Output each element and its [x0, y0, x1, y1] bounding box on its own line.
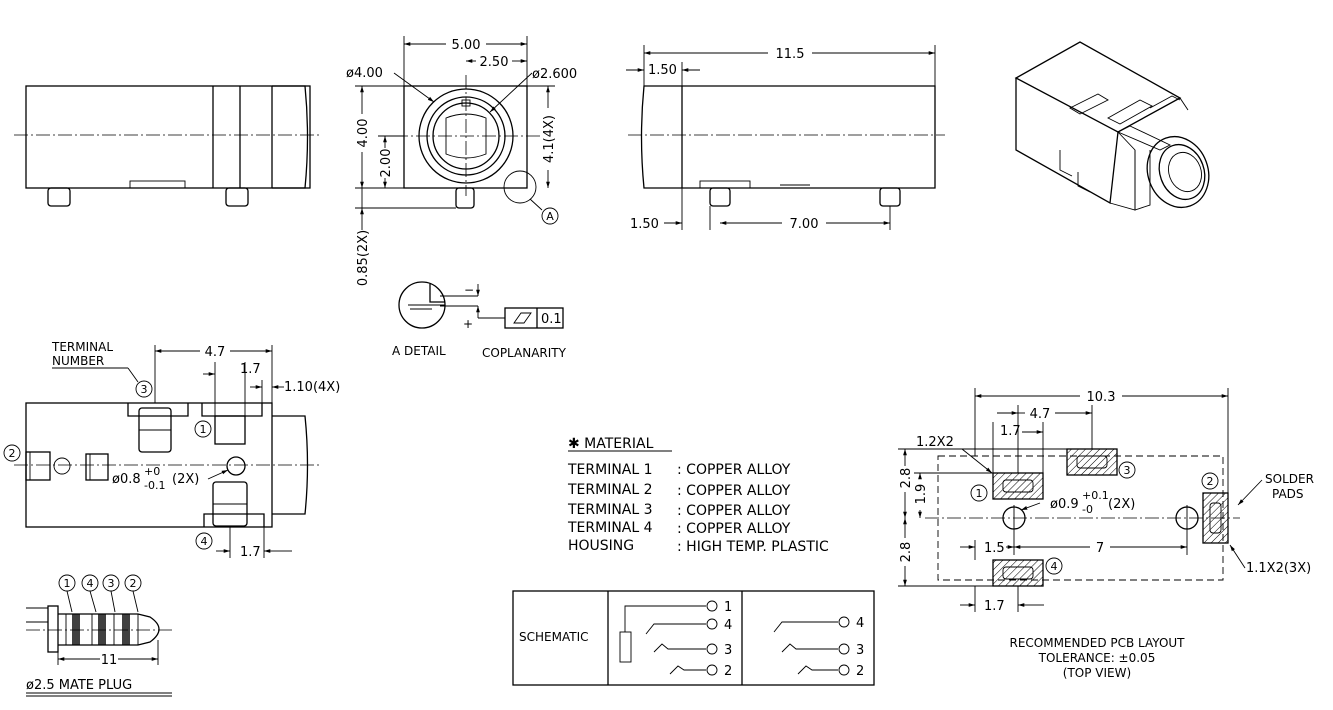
plug-label-3: 3	[108, 577, 115, 590]
detail-minus: −	[464, 283, 474, 297]
bottom-hole-dim: ø0.8	[112, 472, 141, 487]
terminal-4-marker: 4	[201, 535, 208, 548]
bottom-hole-tol-plus: +0	[144, 465, 160, 478]
front-side-height-dim: 4.1(4X)	[542, 115, 557, 163]
pcb-pad-4: 4	[1051, 560, 1058, 573]
pcb-width-dim: 10.3	[1087, 390, 1116, 405]
pcb-hole-dim: ø0.9	[1050, 497, 1079, 512]
pin-length-dim: 0.85(2X)	[356, 230, 371, 286]
terminal-number-line1: TERMINAL	[51, 340, 113, 354]
bottom-view: TERMINAL NUMBER 3 1 2 4 4.7 1.7 1.10(4X)…	[3, 340, 340, 560]
terminal-number-line2: NUMBER	[52, 354, 104, 368]
schematic-table: SCHEMATIC 1 4 3 2 4 3 2	[512, 590, 875, 686]
material-part-4: TERMINAL 4	[567, 520, 653, 536]
pcb-1-9-dim: 1.9	[914, 484, 929, 505]
schematic-right-pin-3: 2	[856, 664, 864, 679]
pcb-4-7-dim: 4.7	[1030, 407, 1051, 422]
detail-title: A DETAIL	[392, 344, 446, 358]
pcb-hole-tol-plus: +0.1	[1082, 489, 1109, 502]
schematic-right-pin-2: 3	[856, 643, 864, 658]
flatness-icon	[513, 312, 532, 324]
front-view: A 5.00 2.50 ø4.00 ø2.600 4.00 2.00 4.1(4…	[346, 36, 577, 286]
pcb-2-8-bottom-dim: 2.8	[899, 542, 914, 563]
pcb-1-7-bottom-dim: 1.7	[984, 599, 1005, 614]
side-view-left	[14, 85, 320, 207]
material-value-4: : COPPER ALLOY	[677, 521, 791, 537]
material-title: ✱ MATERIAL	[568, 436, 654, 452]
detail-plus: +	[463, 317, 473, 331]
plug-caption: ø2.5 MATE PLUG	[26, 678, 132, 693]
pcb-hole-tol-minus: -0	[1082, 503, 1093, 516]
side-view-right: 11.5 1.50 1.50 7.00	[626, 45, 945, 232]
pcb-caption-2: TOLERANCE: ±0.05	[1038, 651, 1156, 665]
isometric-view	[1014, 41, 1210, 211]
front-width-dim: 5.00	[452, 38, 481, 53]
pcb-2-8-top-dim: 2.8	[899, 468, 914, 489]
schematic-left-pin-1: 1	[724, 600, 732, 615]
schematic-left-pin-2: 4	[724, 618, 732, 633]
plug-label-1: 1	[64, 577, 71, 590]
material-value-1: : COPPER ALLOY	[677, 462, 791, 478]
front-center-height-dim: 2.00	[379, 149, 394, 178]
material-part-1: TERMINAL 1	[567, 462, 653, 478]
pcb-layout: 1 2 3 4 10.3 4.7 1.7 1.2X2 2.8	[898, 388, 1314, 680]
schematic-label: SCHEMATIC	[519, 630, 588, 644]
bottom-1-7-dim: 1.7	[240, 362, 261, 377]
terminal-2-marker: 2	[9, 447, 16, 460]
bottom-1-10-dim: 1.10(4X)	[284, 380, 340, 395]
pcb-pad-3: 3	[1124, 464, 1131, 477]
material-value-5: : HIGH TEMP. PLASTIC	[677, 539, 829, 555]
schematic-right-pin-1: 4	[856, 616, 864, 631]
pcb-pad-2: 2	[1207, 475, 1214, 488]
bottom-hole-count: (2X)	[172, 472, 199, 487]
schematic-left-pin-4: 2	[724, 664, 732, 679]
outer-dia-dim: ø4.00	[346, 66, 383, 81]
pcb-pad-1: 1	[976, 487, 983, 500]
pcb-hole-count: (2X)	[1108, 497, 1135, 512]
plug-length-dim: 11	[101, 653, 118, 668]
coplanarity-frame	[504, 307, 564, 329]
bottom-hole-tol-minus: -0.1	[144, 479, 165, 492]
terminal-1-marker: 1	[200, 423, 207, 436]
material-part-2: TERMINAL 2	[567, 482, 653, 498]
material-value-2: : COPPER ALLOY	[677, 483, 791, 499]
detail-callout-label: A	[546, 210, 554, 223]
plug-label-2: 4	[87, 577, 94, 590]
pcb-solder-line2: PADS	[1272, 487, 1304, 501]
front-height-dim: 4.00	[356, 119, 371, 148]
mate-plug: 1 4 3 2 11 ø2.5 MATE PLUG	[26, 574, 175, 697]
schematic-left-pin-3: 3	[724, 643, 732, 658]
front-half-width-dim: 2.50	[480, 55, 509, 70]
side-length-dim: 11.5	[776, 47, 805, 62]
pcb-caption-1: RECOMMENDED PCB LAYOUT	[1009, 636, 1185, 650]
plug-label-4: 2	[130, 577, 137, 590]
pcb-pad-size-2: 1.1X2(3X)	[1246, 561, 1311, 576]
coplanarity-label: COPLANARITY	[482, 346, 567, 360]
side-pin-offset-dim: 1.50	[630, 217, 659, 232]
material-part-5: HOUSING	[568, 538, 634, 554]
pcb-7-dim: 7	[1096, 541, 1104, 556]
pcb-caption-3: (TOP VIEW)	[1063, 666, 1131, 680]
side-pin-spacing-dim: 7.00	[790, 217, 819, 232]
inner-dia-dim: ø2.600	[532, 67, 577, 82]
coplanarity-tolerance: 0.1	[541, 312, 562, 327]
material-value-3: : COPPER ALLOY	[677, 503, 791, 519]
side-front-offset-dim: 1.50	[648, 63, 677, 78]
material-table: ✱ MATERIAL TERMINAL 1 : COPPER ALLOY TER…	[567, 436, 829, 555]
a-detail: − + 0.1 A DETAIL COPLANARITY	[392, 281, 567, 360]
pcb-pad-size-1: 1.2X2	[916, 435, 954, 450]
pcb-solder-line1: SOLDER	[1265, 472, 1314, 486]
pcb-1-7-top-dim: 1.7	[1000, 424, 1021, 439]
material-part-3: TERMINAL 3	[567, 502, 653, 518]
pcb-1-5-dim: 1.5	[984, 541, 1005, 556]
bottom-4-7-dim: 4.7	[205, 345, 226, 360]
terminal-3-marker: 3	[141, 383, 148, 396]
bottom-bottom-1-7-dim: 1.7	[240, 545, 261, 560]
